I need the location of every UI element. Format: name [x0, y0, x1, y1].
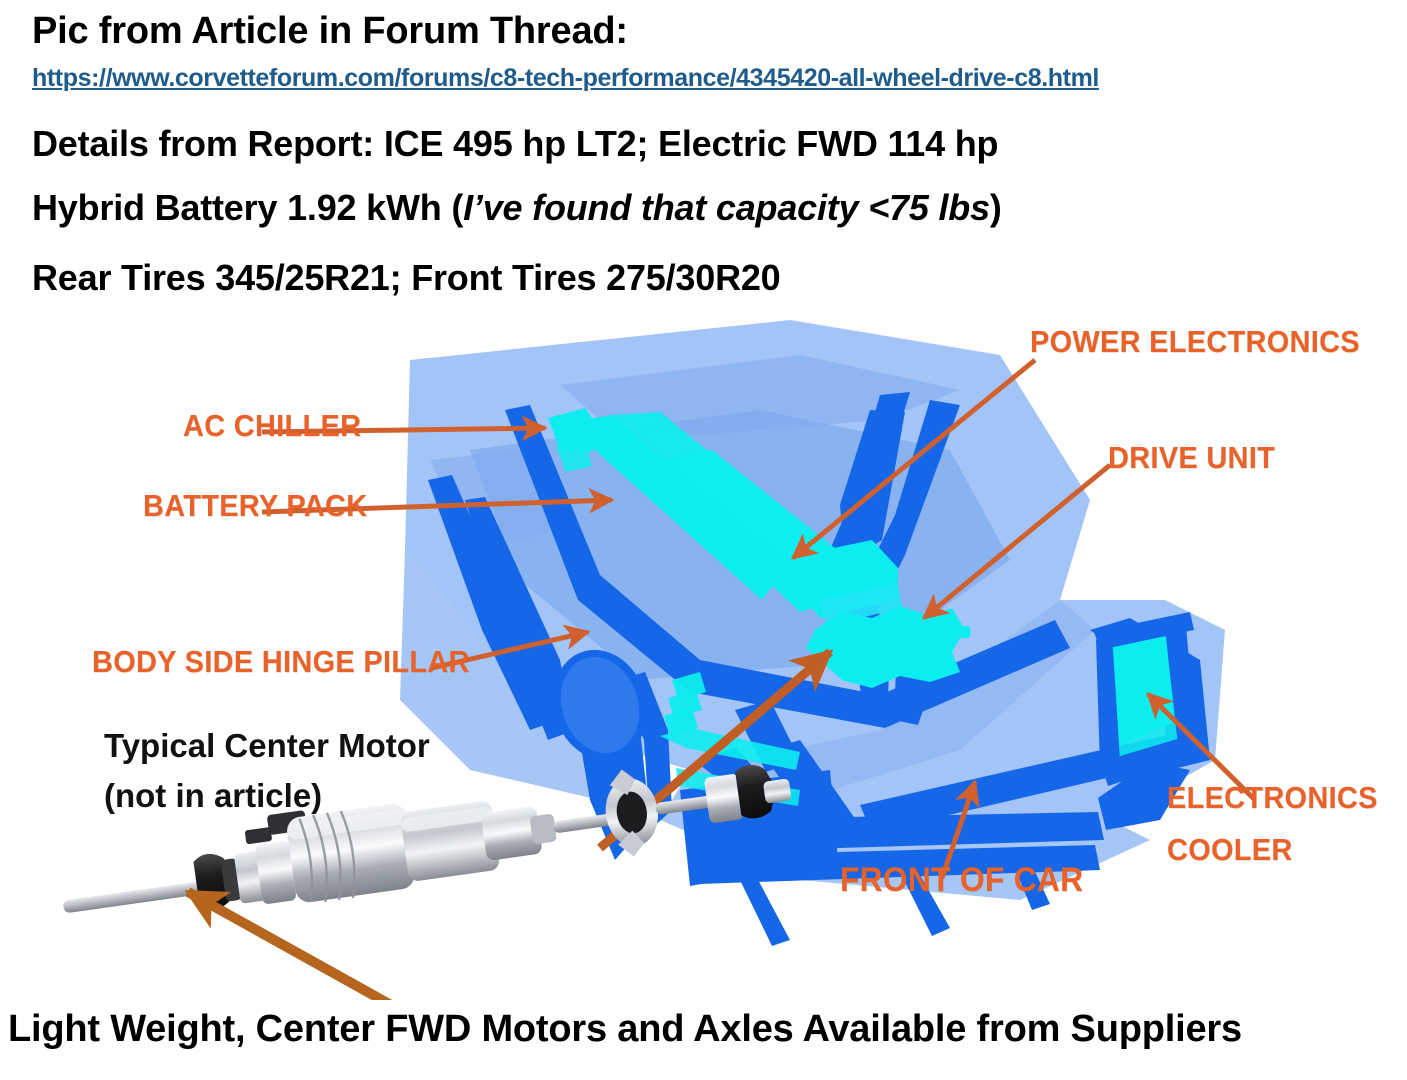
front-wheel [552, 649, 648, 761]
center-motor-assembly-photo [63, 765, 792, 913]
callout-arrows [261, 358, 1257, 879]
callout-electronics-cooler-line2: COOLER [1167, 832, 1293, 867]
arrow-supplier-motor [184, 887, 393, 1000]
tires-line: Rear Tires 345/25R21; Front Tires 275/30… [32, 257, 781, 298]
details-line: Details from Report: ICE 495 hp LT2; Ele… [32, 123, 999, 164]
drive-unit-component [806, 606, 971, 688]
footer-caption: Light Weight, Center FWD Motors and Axle… [8, 1008, 1242, 1050]
page-title: Pic from Article in Forum Thread: [32, 10, 628, 52]
note-typical-center-motor-line1: Typical Center Motor [104, 727, 430, 764]
note-typical-center-motor-line2: (not in article) [104, 777, 323, 814]
arrow-battery-pack [261, 487, 615, 515]
arrow-front-of-car [939, 779, 980, 879]
battery-line-italic-note: I’ve found that capacity <75 lbs [463, 187, 990, 228]
ac-chiller-component [548, 408, 600, 472]
callout-front-of-car: FRONT OF CAR [840, 861, 1084, 899]
arrow-drive-unit [921, 463, 1112, 620]
arrow-ac-chiller [261, 415, 548, 442]
arrow-hinge-pillar [431, 624, 591, 671]
callout-drive-unit: DRIVE UNIT [1108, 440, 1276, 475]
arrow-electronics-cooler [1146, 692, 1257, 802]
callout-body-side-hinge-pillar: BODY SIDE HINGE PILLAR [92, 644, 470, 679]
corvette-awd-diagram: AC CHILLER BATTERY PACK BODY SIDE HINGE … [0, 300, 1407, 1000]
battery-line: Hybrid Battery 1.92 kWh (I’ve found that… [32, 186, 1002, 230]
callout-electronics-cooler-line1: ELECTRONICS [1167, 780, 1378, 815]
electronics-cooler-frame [1094, 612, 1200, 786]
arrow-power-electronics [790, 358, 1037, 560]
battery-line-suffix: ) [989, 187, 1002, 228]
callout-ac-chiller: AC CHILLER [183, 408, 362, 443]
forum-thread-link[interactable]: https://www.corvetteforum.com/forums/c8-… [32, 64, 1099, 92]
callout-power-electronics: POWER ELECTRONICS [1030, 324, 1360, 359]
callout-battery-pack: BATTERY PACK [143, 488, 368, 523]
battery-line-prefix: Hybrid Battery 1.92 kWh ( [32, 187, 464, 228]
